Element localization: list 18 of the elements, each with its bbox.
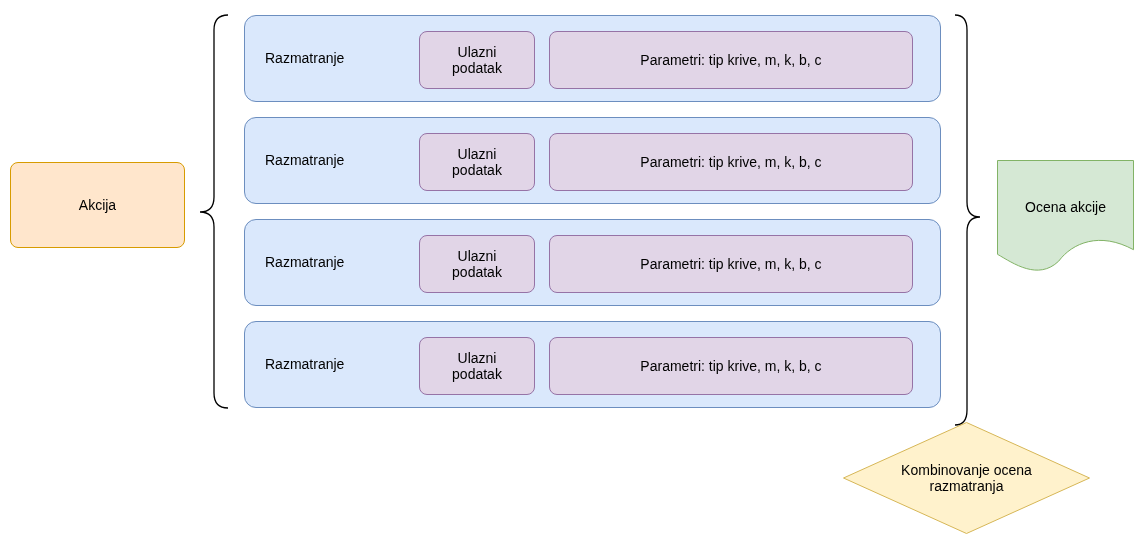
parameters-box: Parametri: tip krive, m, k, b, c bbox=[549, 235, 913, 293]
input-box: Ulazni podatak bbox=[419, 133, 535, 191]
panel-heading: Razmatranje bbox=[265, 152, 345, 168]
input-box: Ulazni podatak bbox=[419, 31, 535, 89]
consideration-panel bbox=[244, 15, 941, 102]
parameters-box: Parametri: tip krive, m, k, b, c bbox=[549, 133, 913, 191]
input-box: Ulazni podatak bbox=[419, 235, 535, 293]
consideration-panel bbox=[244, 219, 941, 306]
panel-heading: Razmatranje bbox=[265, 254, 345, 270]
panel-heading: Razmatranje bbox=[265, 50, 345, 66]
input-box: Ulazni podatak bbox=[419, 337, 535, 395]
decision-diamond: Kombinovanje ocena razmatranja bbox=[843, 422, 1090, 534]
parameters-box: Parametri: tip krive, m, k, b, c bbox=[549, 31, 913, 89]
parameters-box: Parametri: tip krive, m, k, b, c bbox=[549, 337, 913, 395]
consideration-panel bbox=[244, 117, 941, 204]
action-box: Akcija bbox=[10, 162, 185, 248]
panel-heading: Razmatranje bbox=[265, 356, 345, 372]
consideration-panel bbox=[244, 321, 941, 408]
